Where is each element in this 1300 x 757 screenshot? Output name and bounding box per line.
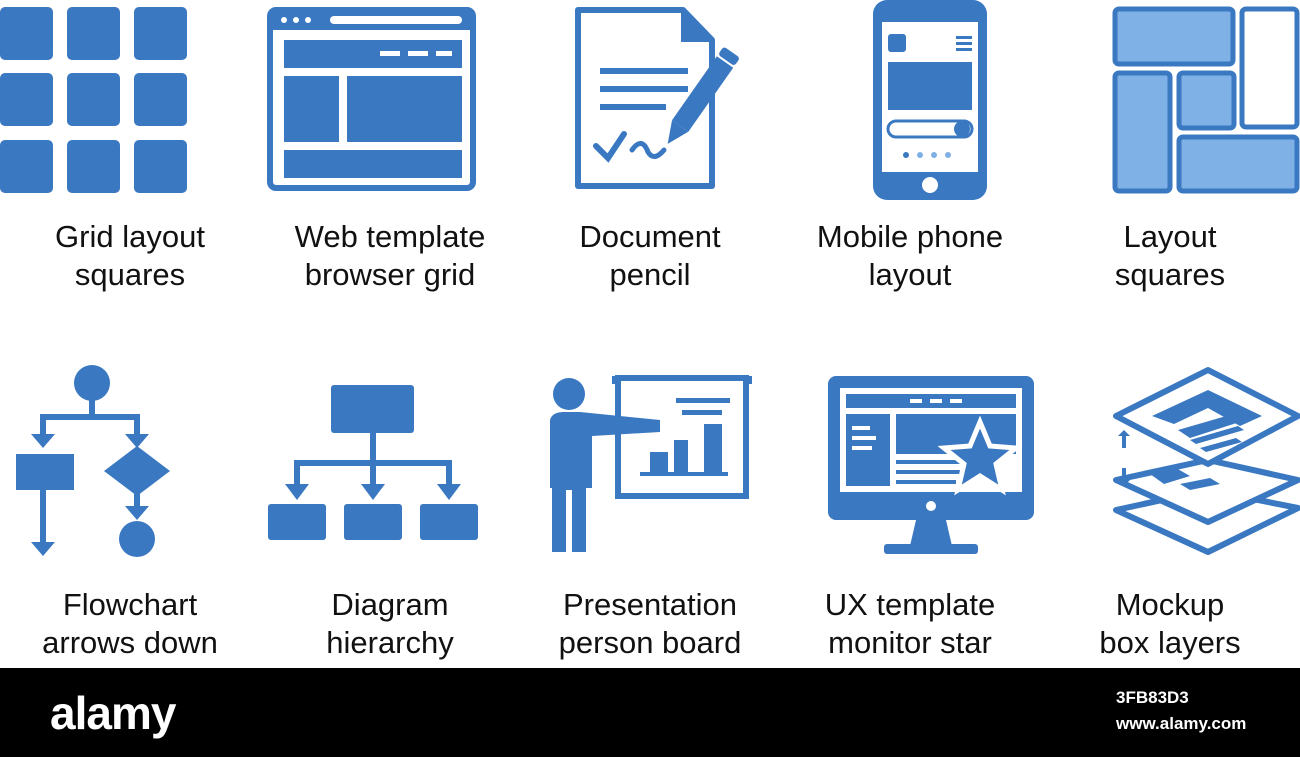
icon-label: Diagram hierarchy — [260, 586, 520, 662]
icon-label: Web template browser grid — [260, 218, 520, 294]
label-line-2: monitor star — [828, 625, 992, 660]
site-url: www.alamy.com — [1116, 714, 1247, 733]
image-id: 3FB83D3 — [1116, 688, 1189, 707]
label-line-1: Grid layout — [55, 219, 205, 254]
icon-label: Mockup box layers — [1040, 586, 1300, 662]
icon-cell-presentation: Presentation person board — [520, 368, 780, 702]
layout-squares-icon — [1112, 6, 1300, 194]
label-line-2: arrows down — [42, 625, 218, 660]
label-line-2: hierarchy — [326, 625, 454, 660]
icon-cell-mobile-phone: Mobile phone layout — [780, 0, 1040, 334]
icon-label: UX template monitor star — [780, 586, 1040, 662]
icon-cell-flowchart: Flowchart arrows down — [0, 365, 260, 702]
label-line-2: squares — [74, 257, 186, 292]
watermark-footer: alamy 3FB83D3 www.alamy.com — [0, 668, 1300, 757]
icon-label: Flowchart arrows down — [0, 586, 260, 662]
presentation-person-board-icon — [550, 375, 752, 552]
grid-layout-squares-icon — [0, 7, 187, 193]
label-line-2: pencil — [609, 257, 691, 292]
icon-label: Layout squares — [1040, 218, 1300, 294]
icon-label: Grid layout squares — [0, 218, 260, 294]
label-line-1: Mobile phone — [816, 219, 1004, 254]
icon-cell-diagram-hierarchy: Diagram hierarchy — [260, 368, 520, 702]
alamy-logo: alamy — [50, 687, 176, 739]
label-line-1: Mockup — [1115, 587, 1225, 622]
label-line-1: UX template — [824, 587, 996, 622]
label-line-1: Presentation — [562, 587, 738, 622]
flowchart-arrows-icon — [16, 365, 170, 557]
icon-cell-ux-template: UX template monitor star — [780, 368, 1040, 702]
label-line-2: browser grid — [304, 257, 476, 292]
ux-template-monitor-star-icon — [828, 376, 1034, 554]
label-line-1: Document — [579, 219, 721, 254]
icon-label: Presentation person board — [520, 586, 780, 662]
icon-label: Mobile phone layout — [780, 218, 1040, 294]
mockup-box-layers-icon — [1113, 367, 1300, 555]
label-line-2: person board — [558, 625, 742, 660]
icon-grid: Grid layout squares Web template browser… — [0, 0, 1300, 660]
label-line-2: layout — [868, 257, 952, 292]
mobile-phone-layout-icon — [873, 0, 987, 200]
label-line-2: box layers — [1099, 625, 1241, 660]
label-line-1: Diagram — [331, 587, 449, 622]
icon-cell-document-pencil: Document pencil — [520, 0, 780, 334]
web-template-browser-icon — [267, 7, 476, 191]
label-line-1: Web template — [294, 219, 486, 254]
label-line-1: Layout — [1123, 219, 1217, 254]
icon-cell-mockup-layers: Mockup box layers — [1040, 367, 1300, 702]
icon-cell-grid-layout: Grid layout squares — [0, 0, 260, 334]
diagram-hierarchy-icon — [268, 385, 478, 540]
icon-cell-web-template: Web template browser grid — [260, 0, 520, 334]
label-line-1: Flowchart — [62, 587, 198, 622]
document-pencil-icon — [575, 7, 739, 189]
icon-label: Document pencil — [520, 218, 780, 294]
label-line-2: squares — [1114, 257, 1226, 292]
icon-cell-layout-squares: Layout squares — [1040, 0, 1300, 334]
